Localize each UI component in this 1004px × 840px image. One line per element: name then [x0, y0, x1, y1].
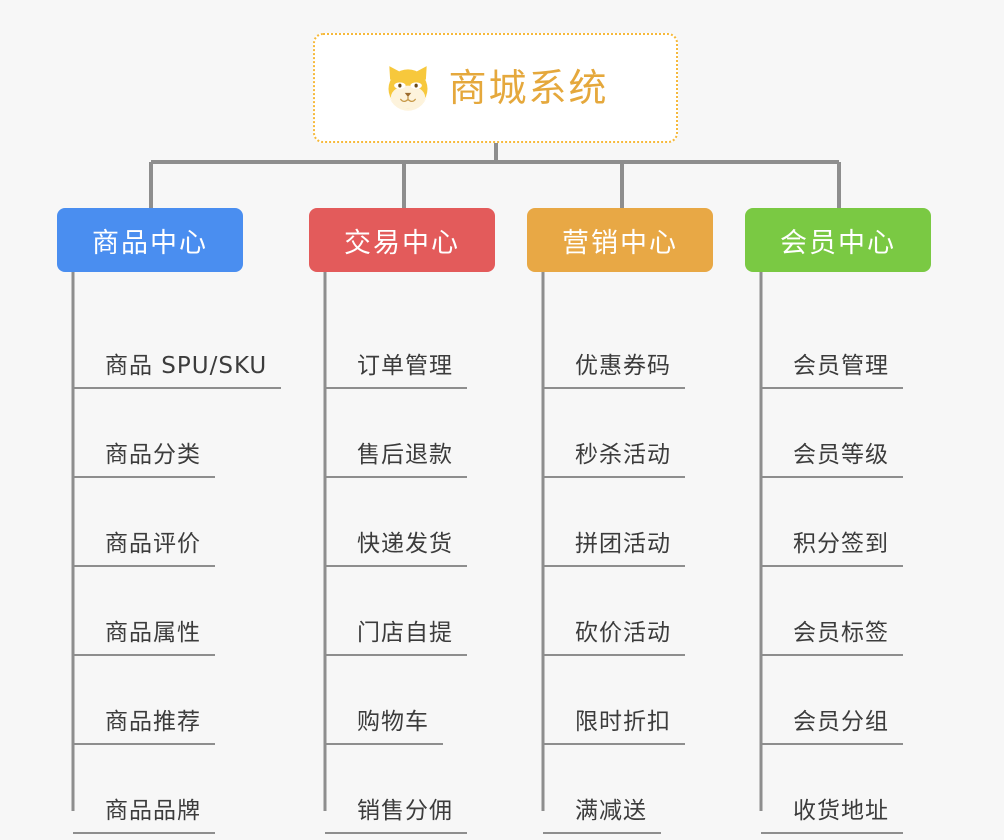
leaf-label: 满减送 [543, 798, 661, 834]
shiba-dog-face-icon [388, 66, 428, 111]
leaf-item[interactable]: 商品品牌 [73, 745, 281, 834]
leaf-item[interactable]: 会员管理 [761, 300, 903, 389]
leaf-label: 优惠券码 [543, 353, 685, 389]
leaf-item[interactable]: 限时折扣 [543, 656, 685, 745]
leaf-item[interactable]: 会员标签 [761, 567, 903, 656]
leaf-item[interactable]: 满减送 [543, 745, 685, 834]
leaf-label: 商品 SPU/SKU [73, 353, 282, 389]
leaf-item[interactable]: 优惠券码 [543, 300, 685, 389]
leaf-column-marketing-center: 优惠券码 秒杀活动 拼团活动 砍价活动 限时折扣 满减送 [543, 300, 685, 834]
leaf-item[interactable]: 商品属性 [73, 567, 281, 656]
leaf-label: 商品品牌 [73, 798, 215, 834]
leaf-column-product-center: 商品 SPU/SKU 商品分类 商品评价 商品属性 商品推荐 商品品牌 [73, 300, 282, 834]
leaf-item[interactable]: 门店自提 [325, 567, 467, 656]
leaf-label: 商品属性 [73, 620, 215, 656]
leaf-item[interactable]: 秒杀活动 [543, 389, 685, 478]
leaf-label: 会员等级 [761, 442, 903, 478]
leaf-label: 购物车 [325, 709, 443, 745]
leaf-label: 会员标签 [761, 620, 903, 656]
leaf-label: 订单管理 [325, 353, 467, 389]
leaf-label: 拼团活动 [543, 531, 685, 567]
leaf-item[interactable]: 会员分组 [761, 656, 903, 745]
leaf-label: 商品评价 [73, 531, 215, 567]
leaf-item[interactable]: 销售分佣 [325, 745, 467, 834]
category-box-product-center[interactable]: 商品中心 [57, 208, 243, 272]
category-box-trade-center[interactable]: 交易中心 [309, 208, 495, 272]
leaf-item[interactable]: 商品评价 [73, 478, 281, 567]
root-node[interactable]: 商城系统 [313, 33, 678, 143]
leaf-item[interactable]: 会员等级 [761, 389, 903, 478]
leaf-label: 砍价活动 [543, 620, 685, 656]
category-label: 商品中心 [92, 227, 208, 259]
leaf-item[interactable]: 商品 SPU/SKU [73, 300, 282, 389]
leaf-label: 商品分类 [73, 442, 215, 478]
leaf-column-member-center: 会员管理 会员等级 积分签到 会员标签 会员分组 收货地址 [761, 300, 903, 834]
leaf-label: 限时折扣 [543, 709, 685, 745]
leaf-label: 秒杀活动 [543, 442, 685, 478]
leaf-label: 快递发货 [325, 531, 467, 567]
leaf-item[interactable]: 商品推荐 [73, 656, 281, 745]
leaf-item[interactable]: 商品分类 [73, 389, 281, 478]
leaf-label: 积分签到 [761, 531, 903, 567]
leaf-item[interactable]: 订单管理 [325, 300, 467, 389]
leaf-label: 收货地址 [761, 798, 903, 834]
root-title: 商城系统 [448, 66, 609, 110]
leaf-item[interactable]: 拼团活动 [543, 478, 685, 567]
leaf-column-trade-center: 订单管理 售后退款 快递发货 门店自提 购物车 销售分佣 [325, 300, 467, 834]
leaf-label: 会员分组 [761, 709, 903, 745]
leaf-item[interactable]: 售后退款 [325, 389, 467, 478]
leaf-item[interactable]: 快递发货 [325, 478, 467, 567]
category-box-marketing-center[interactable]: 营销中心 [527, 208, 713, 272]
leaf-label: 门店自提 [325, 620, 467, 656]
category-label: 营销中心 [562, 227, 678, 259]
leaf-label: 商品推荐 [73, 709, 215, 745]
leaf-item[interactable]: 收货地址 [761, 745, 903, 834]
leaf-label: 售后退款 [325, 442, 467, 478]
category-label: 会员中心 [780, 227, 896, 259]
leaf-item[interactable]: 砍价活动 [543, 567, 685, 656]
leaf-item[interactable]: 积分签到 [761, 478, 903, 567]
category-label: 交易中心 [344, 227, 460, 259]
leaf-label: 会员管理 [761, 353, 903, 389]
leaf-label: 销售分佣 [325, 798, 467, 834]
leaf-item[interactable]: 购物车 [325, 656, 467, 745]
category-box-member-center[interactable]: 会员中心 [745, 208, 931, 272]
